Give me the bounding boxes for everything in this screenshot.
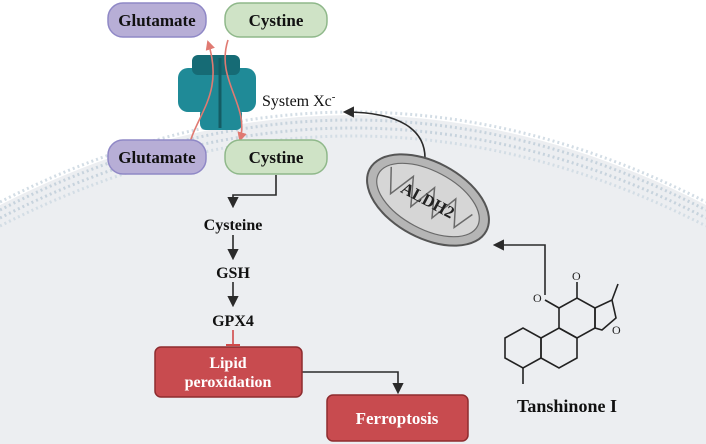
exchange-arrows bbox=[187, 39, 247, 151]
tanshinone-label: Tanshinone I bbox=[517, 396, 617, 416]
pathway-arrows bbox=[226, 106, 546, 395]
cystine-outside-label: Cystine bbox=[249, 11, 304, 30]
cystine-inside-node: Cystine bbox=[224, 139, 328, 175]
glutamate-outside-label: Glutamate bbox=[118, 11, 196, 30]
glutamate-inside-node: Glutamate bbox=[107, 139, 207, 175]
carbonyl-oxygen-2: O bbox=[533, 291, 542, 305]
glutamate-outside-node: Glutamate bbox=[107, 2, 207, 38]
system-xc-transporter bbox=[178, 55, 256, 130]
lipid-peroxidation-node: Lipid peroxidation bbox=[154, 346, 303, 398]
carbonyl-oxygen-1: O bbox=[572, 269, 581, 283]
cystine-inside-label: Cystine bbox=[249, 148, 304, 167]
cell-body bbox=[0, 110, 706, 444]
furan-oxygen: O bbox=[612, 323, 621, 337]
system-xc-label: System Xc- bbox=[262, 91, 336, 110]
cystine-outside-node: Cystine bbox=[224, 2, 328, 38]
gsh-label: GSH bbox=[216, 265, 250, 282]
gpx4-label: GPX4 bbox=[212, 313, 254, 330]
ferroptosis-label: Ferroptosis bbox=[356, 409, 439, 428]
glutamate-inside-label: Glutamate bbox=[118, 148, 196, 167]
ferroptosis-node: Ferroptosis bbox=[326, 394, 469, 442]
cysteine-label: Cysteine bbox=[204, 217, 263, 234]
lipid-label-line1: Lipid bbox=[209, 355, 246, 372]
mitochondrion-node: ALDH2 bbox=[366, 153, 490, 247]
lipid-label-line2: peroxidation bbox=[185, 374, 272, 391]
tanshinone-atoms: O O O bbox=[533, 269, 621, 337]
tanshinone-structure bbox=[504, 282, 619, 384]
